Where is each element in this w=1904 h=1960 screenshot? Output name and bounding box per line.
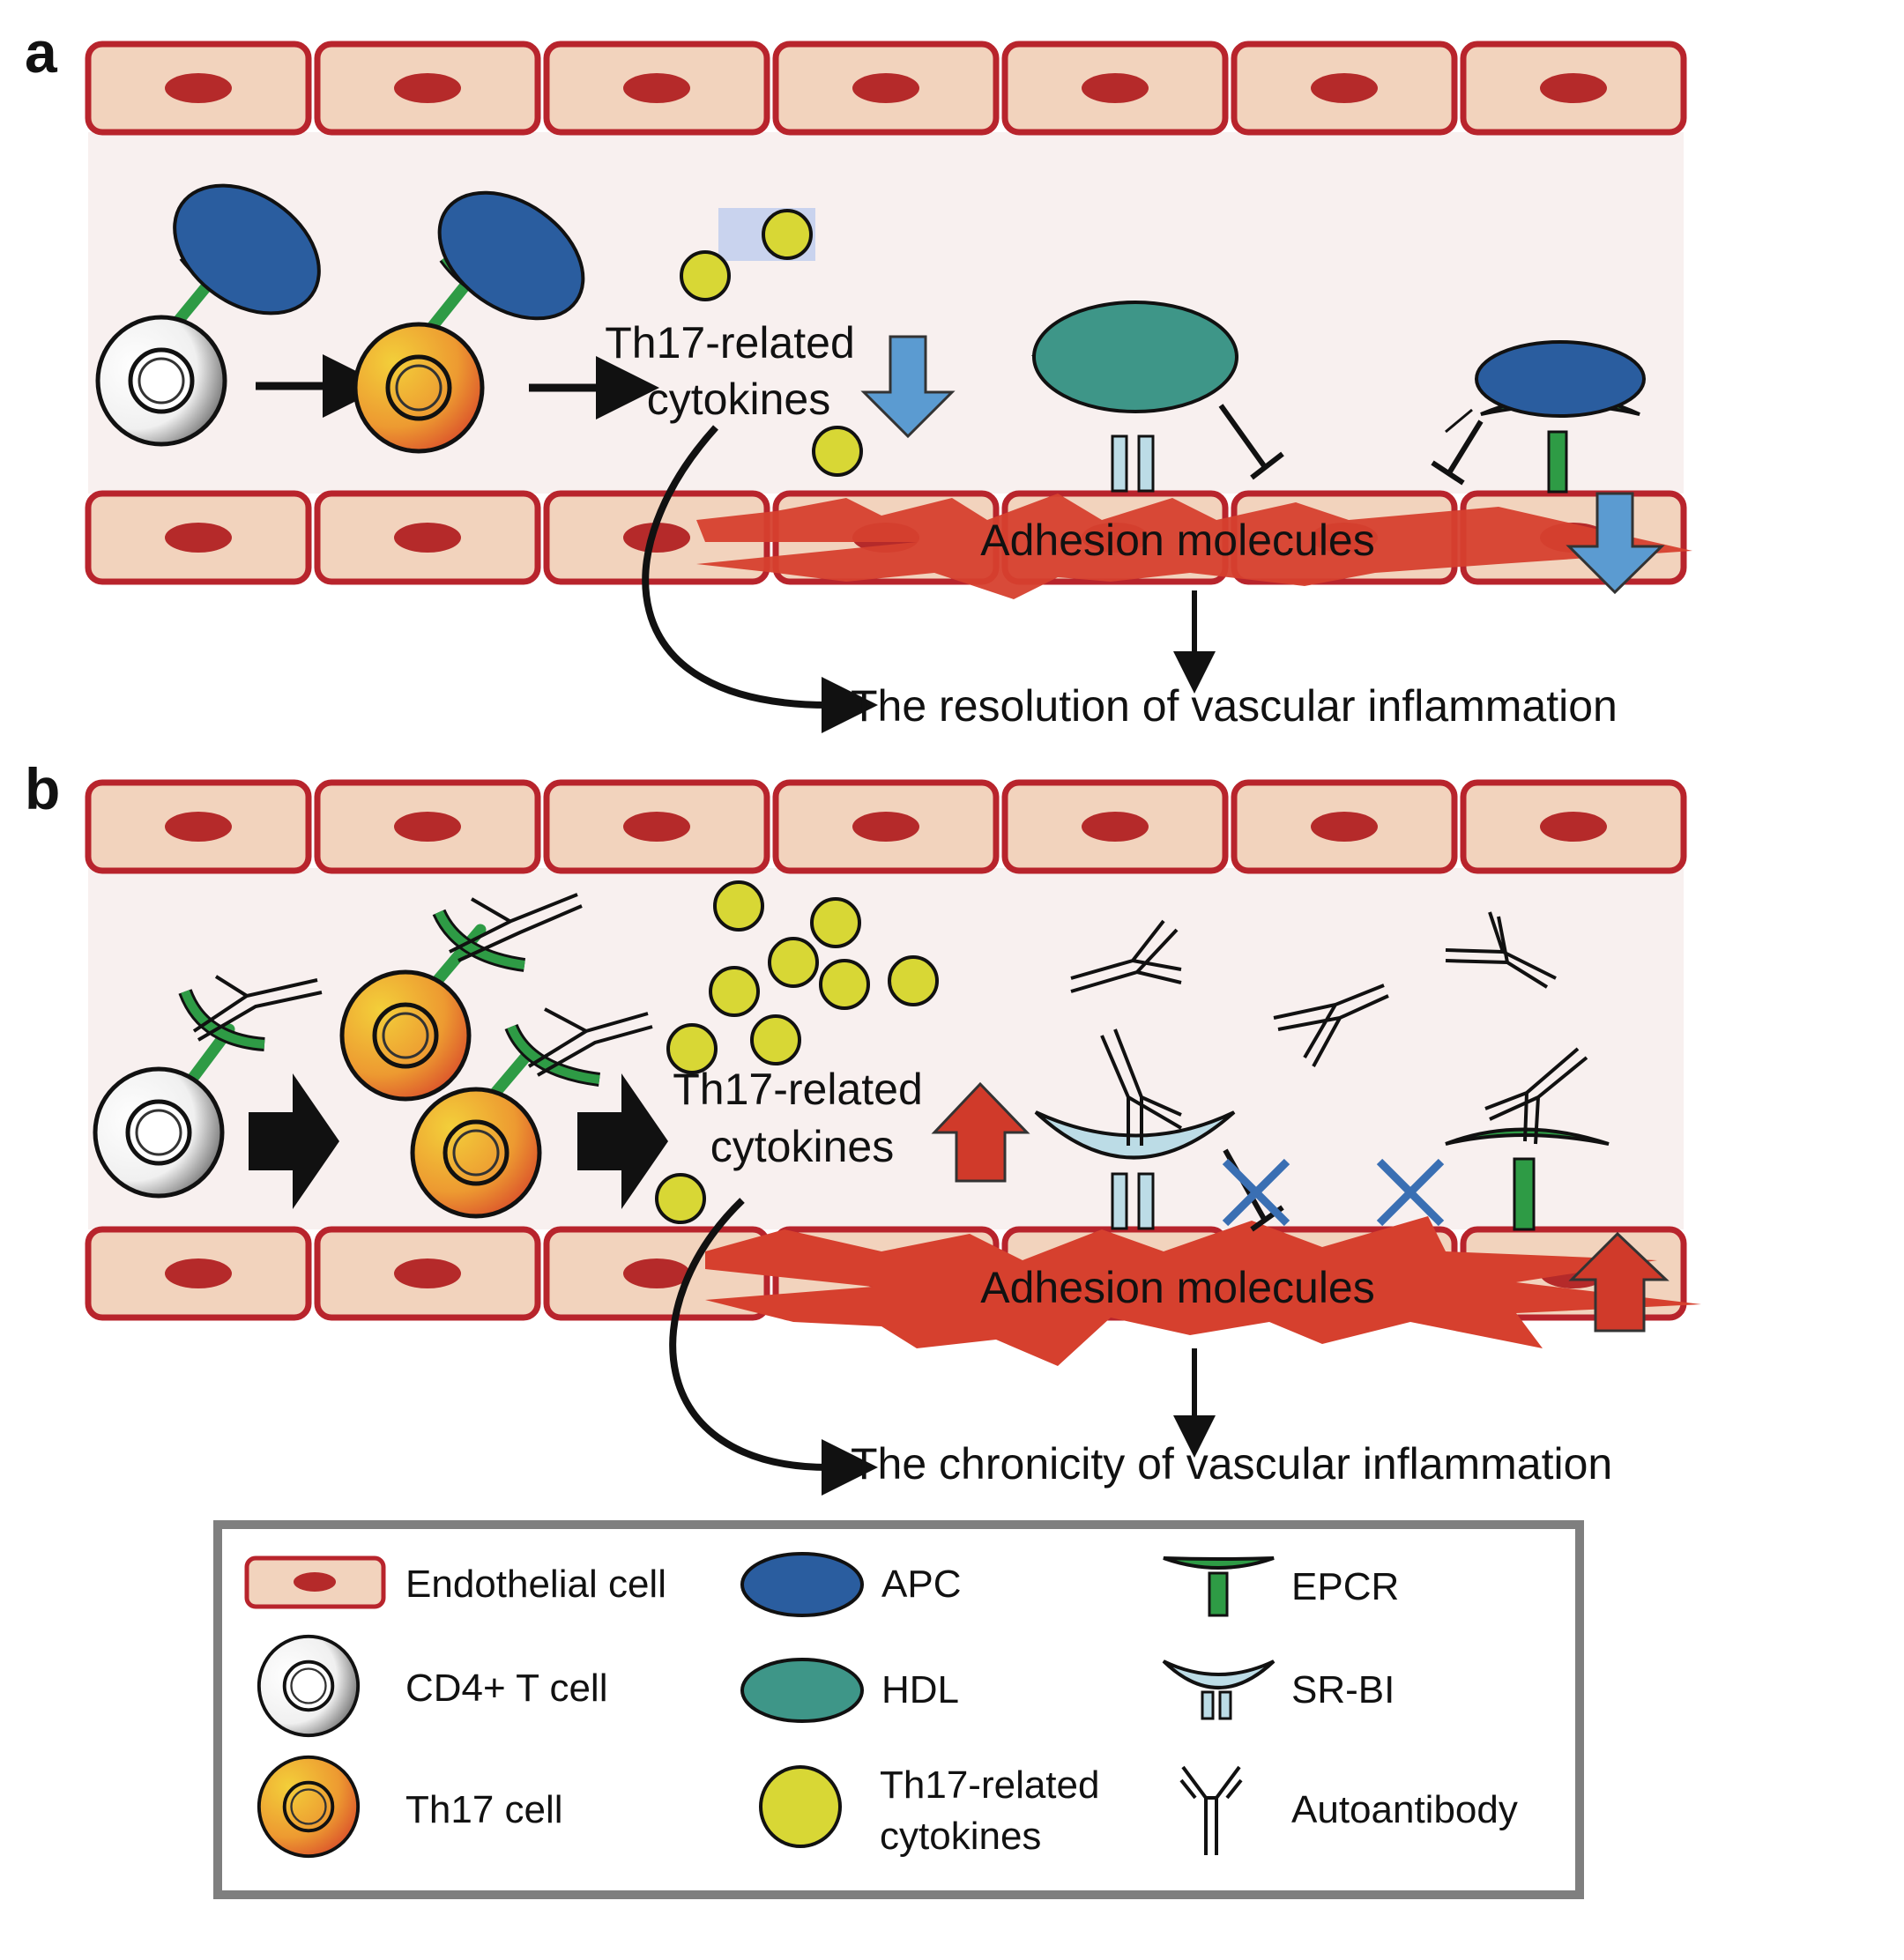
adhesion-burst [705, 1216, 1701, 1366]
legend-cytokine-1: Th17-related [880, 1763, 1099, 1807]
up-arrow-icon [931, 1081, 1030, 1183]
legend-th17: Th17 cell [405, 1788, 563, 1831]
apc-icon [740, 1552, 864, 1617]
legend-cd4: CD4+ T cell [405, 1667, 607, 1710]
endothelial-cell-icon [244, 1555, 386, 1609]
cytokine-label-a-2: cytokines [647, 375, 830, 424]
cytokine-label-b-2: cytokines [710, 1122, 894, 1171]
legend-cytokine-2: cytokines [880, 1815, 1041, 1858]
epcr-icon [1163, 1556, 1275, 1617]
down-arrow-icon [860, 335, 956, 439]
th17-cell-b-upper [342, 893, 583, 1099]
cytokine-icon [759, 1765, 842, 1848]
thick-arrow-icon [577, 1073, 668, 1209]
th17-cell-icon [257, 1755, 361, 1859]
hdl-icon [740, 1658, 864, 1723]
th17-cell-a [355, 190, 585, 451]
free-autoantibodies [1070, 911, 1557, 1067]
cytokines-a [680, 208, 863, 477]
cd4-t-cell-b [95, 975, 323, 1196]
vessel-lumen [88, 868, 1684, 1229]
outcome-a: The resolution of vascular inflammation [851, 681, 1618, 731]
thick-arrow-icon [249, 1073, 339, 1209]
hdl-sr-bi-a [1030, 301, 1284, 493]
blocked-x-icon [1376, 1158, 1445, 1227]
cd4-t-cell-a [98, 183, 321, 444]
legend-hdl: HDL [881, 1668, 959, 1711]
adhesion-label-b: Adhesion molecules [980, 1263, 1375, 1312]
legend-apc: APC [881, 1563, 961, 1606]
legend-endothelial: Endothelial cell [405, 1563, 666, 1606]
up-arrow-icon [1568, 1231, 1670, 1333]
adhesion-label-a: Adhesion molecules [980, 516, 1375, 565]
autoantibody-icon [1179, 1765, 1243, 1855]
cd4-t-cell-icon [257, 1634, 361, 1738]
cytokine-label-b-1: Th17-related [673, 1065, 923, 1114]
down-arrow-icon [1566, 492, 1665, 595]
epcr-b [1445, 1047, 1610, 1231]
legend-epcr: EPCR [1291, 1565, 1399, 1608]
legend-sr-bi: SR-BI [1291, 1668, 1395, 1711]
blocked-x-icon [1222, 1158, 1290, 1227]
cytokine-label-a-1: Th17-related [605, 318, 855, 368]
legend: Endothelial cell APC EPCR CD4+ T cell HD… [213, 1520, 1584, 1899]
panel-a: a Adhesion molecules [25, 19, 1692, 733]
panel-b-letter: b [25, 756, 60, 821]
legend-autoantibody: Autoantibody [1291, 1788, 1518, 1831]
curved-arrow-b [669, 1198, 878, 1496]
endothelial-top-row [88, 783, 1684, 871]
sr-bi-icon [1162, 1659, 1276, 1720]
th17-cell-b-lower [413, 1007, 653, 1216]
panel-b: b Adhesion molecules [25, 756, 1701, 1496]
vessel-lumen [88, 132, 1684, 494]
adhesion-burst [696, 494, 1692, 599]
endothelial-top-row [88, 44, 1684, 132]
sr-bi-b [1034, 1028, 1284, 1232]
apc-epcr-a [1431, 340, 1646, 494]
panel-a-letter: a [25, 19, 58, 85]
curved-arrow-a [642, 425, 878, 733]
outcome-b: The chronicity of vascular inflammation [851, 1439, 1612, 1489]
